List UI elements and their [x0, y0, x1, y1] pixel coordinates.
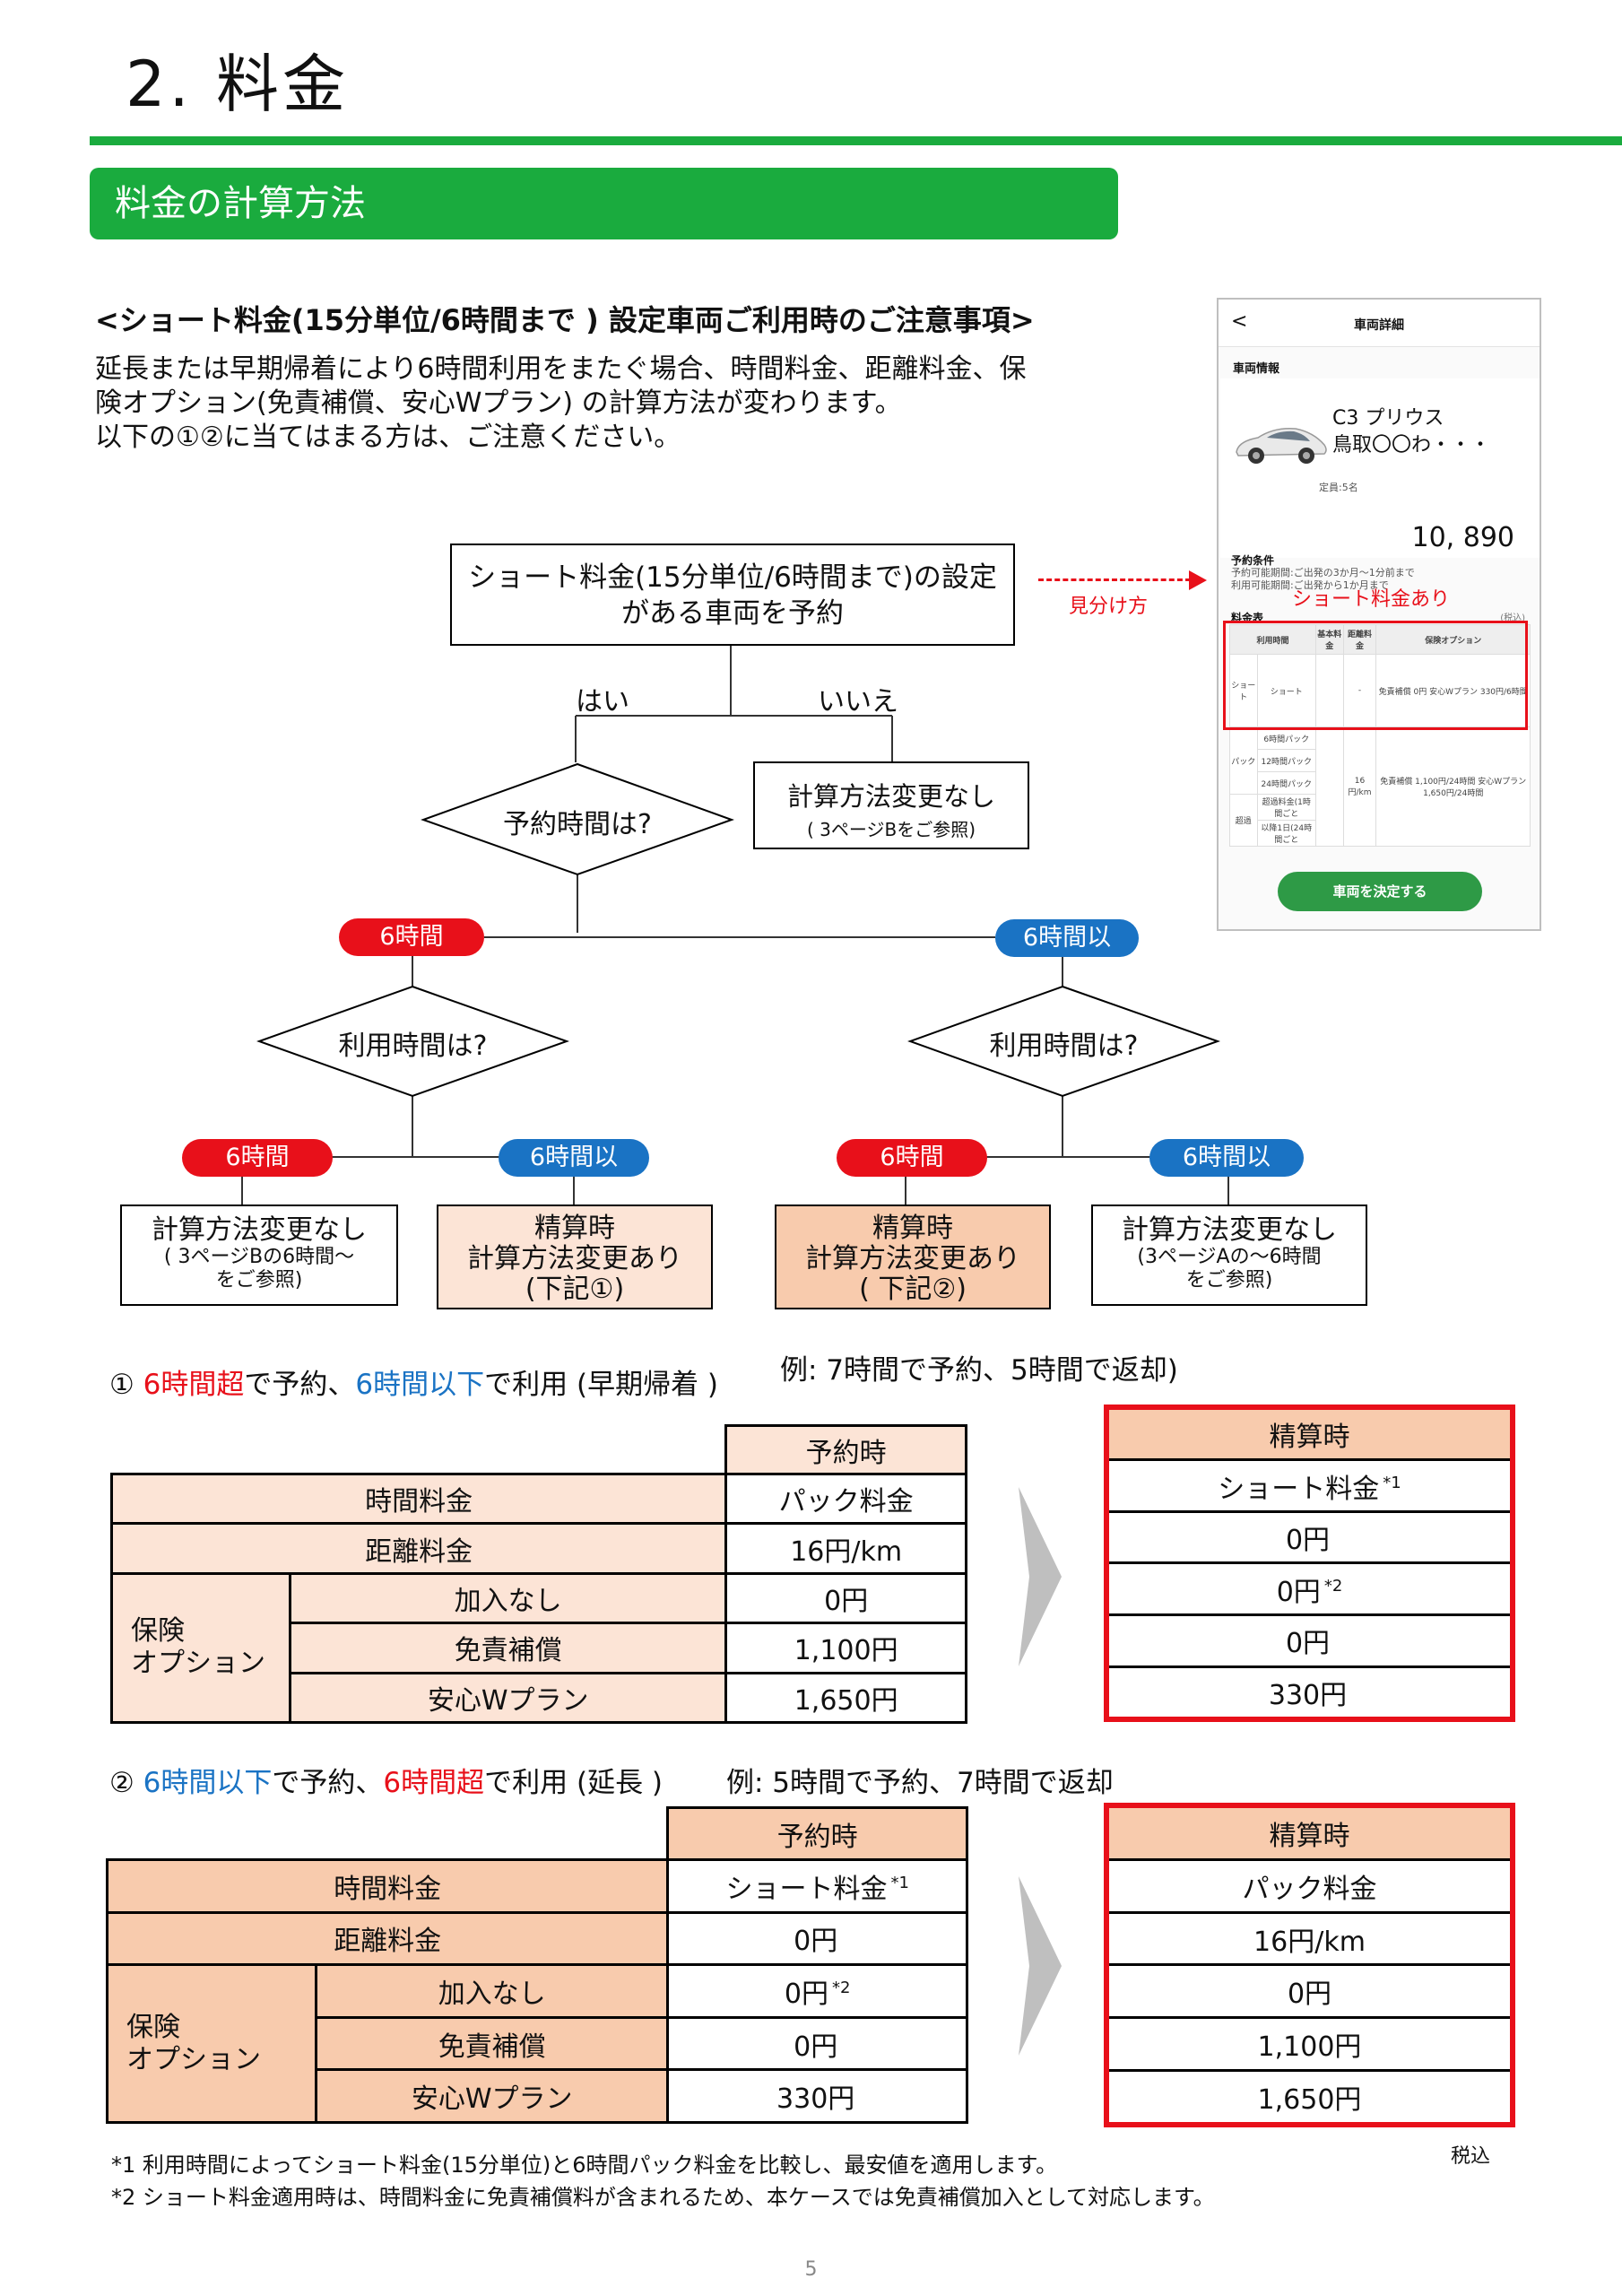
seats: 定員:5名	[1319, 482, 1358, 493]
title-rule	[90, 136, 1622, 145]
footnote-1: *1 利用時間によってショート料金(15分単位)と6時間パック料金を比較し、最安…	[111, 2152, 1058, 2178]
case2-table: 予約時 時間料金 ショート料金*1 距離料金 0円 保険 オプション 加入なし …	[105, 1806, 968, 2124]
footnote-2: *2 ショート料金適用時は、時間料金に免責補償料が含まれるため、本ケースでは免責…	[111, 2185, 1215, 2210]
notice-body: 延長または早期帰着により6時間利用をまたぐ場合、時間料金、距離料金、保 険オプシ…	[95, 352, 1045, 455]
vehicle-card: C3 プリウス 鳥取〇〇わ・・・ 定員:5名 10, 890	[1220, 378, 1540, 558]
back-icon[interactable]: <	[1231, 310, 1248, 333]
result-box-change-1: 精算時 計算方法変更あり (下記①)	[437, 1205, 713, 1309]
case2-example: 例: 5時間で予約、7時間で返却	[726, 1767, 1114, 1799]
reserve-time-question: 予約時間は?	[503, 809, 652, 840]
section-banner: 料金の計算方法	[90, 168, 1118, 239]
case2-result-table: 精算時 パック料金 16円/km 0円 1,100円 1,650円	[1104, 1803, 1515, 2127]
result-box-change-2: 精算時 計算方法変更あり ( 下記②)	[775, 1205, 1051, 1309]
vehicle-name: C3 プリウス 鳥取〇〇わ・・・	[1332, 407, 1491, 457]
no-change-box: 計算方法変更なし ( 3ページBをご参照)	[753, 761, 1029, 849]
conditions-text: 予約可能期間:ご出発の3か月〜1分前まで 利用可能期間:ご出発から1か月まで	[1231, 567, 1415, 591]
case1-result-table: 精算時 ショート料金*1 0円 0円*2 0円 330円	[1104, 1405, 1515, 1722]
price: 10, 890	[1411, 522, 1514, 553]
use-time-question-right: 利用時間は?	[989, 1031, 1139, 1062]
tax-included-note: 税込	[1451, 2145, 1491, 2168]
notice-line: 以下の①②に当てはまる方は、ご注意ください。	[95, 422, 681, 453]
rate-tax-note: (税込)	[1500, 613, 1525, 623]
chevron-right-icon	[1019, 1487, 1062, 1666]
case2-title: ② 6時間以下で予約、6時間超で利用 (延長 )	[109, 1767, 664, 1799]
insurance-label: 保険 オプション	[106, 1963, 317, 2124]
pill-6h-over: 6時間以	[1149, 1139, 1304, 1177]
pill-6h-over: 6時間以	[499, 1139, 649, 1177]
car-icon	[1236, 427, 1327, 464]
pill-6h: 6時間	[339, 918, 484, 956]
insurance-label: 保険 オプション	[110, 1571, 291, 1725]
case1-example: 例: 7時間で予約、5時間で返却)	[780, 1354, 1178, 1387]
short-rate-highlight	[1223, 621, 1528, 730]
question-box: ショート料金(15分単位/6時間まで)の設定 がある車両を予約	[450, 544, 1015, 646]
phone-title: 車両詳細	[1354, 318, 1404, 333]
vehicle-info-label: 車両情報	[1233, 362, 1280, 376]
yes-label: はい	[576, 686, 629, 718]
chevron-right-icon	[1019, 1876, 1062, 2056]
dashed-arrow	[1038, 578, 1191, 581]
page-number: 5	[804, 2258, 818, 2281]
notice-line: 延長または早期帰着により6時間利用をまたぐ場合、時間料金、距離料金、保	[95, 353, 1027, 385]
arrow-head-icon	[1189, 570, 1207, 590]
conditions-label: 予約条件	[1231, 554, 1275, 567]
use-time-question-left: 利用時間は?	[338, 1031, 488, 1062]
phone-header: < 車両詳細	[1219, 300, 1540, 347]
result-box-no-change: 計算方法変更なし (3ページAの〜6時間 をご参照)	[1091, 1205, 1367, 1306]
case1-table: 予約時 時間料金 パック料金 距離料金 16円/km 保険 オプション 加入なし…	[109, 1424, 967, 1725]
no-label: いいえ	[818, 686, 898, 718]
phone-screenshot: < 車両詳細 車両情報 C3 プリウス 鳥取〇〇わ・・・ 定員:5名 10, 8…	[1217, 298, 1541, 931]
case1-title: ① 6時間超で予約、6時間以下で利用 (早期帰着 )	[109, 1369, 719, 1401]
flowchart-connectors	[241, 646, 1229, 1205]
pill-6h: 6時間	[182, 1139, 333, 1177]
short-rate-note: ショート料金あり	[1292, 588, 1451, 611]
rate-table: 利用時間 基本料金 距離料金 保険オプション ショート ショート - 免責補償 …	[1229, 624, 1531, 847]
page-title: 2. 料金	[126, 48, 350, 121]
pill-6h: 6時間	[837, 1139, 987, 1177]
notice-heading: <ショート料金(15分単位/6時間まで ) 設定車両ご利用時のご注意事項>	[95, 303, 1035, 337]
how-to-tell-label: 見分け方	[1069, 596, 1149, 618]
notice-line: 険オプション(免責補償、安心Wプラン) の計算方法が変わります。	[95, 387, 902, 419]
decide-vehicle-button[interactable]: 車両を決定する	[1278, 872, 1482, 911]
pill-6h-over: 6時間以	[995, 919, 1139, 957]
result-box-no-change: 計算方法変更なし ( 3ページBの6時間〜 をご参照)	[120, 1205, 398, 1306]
